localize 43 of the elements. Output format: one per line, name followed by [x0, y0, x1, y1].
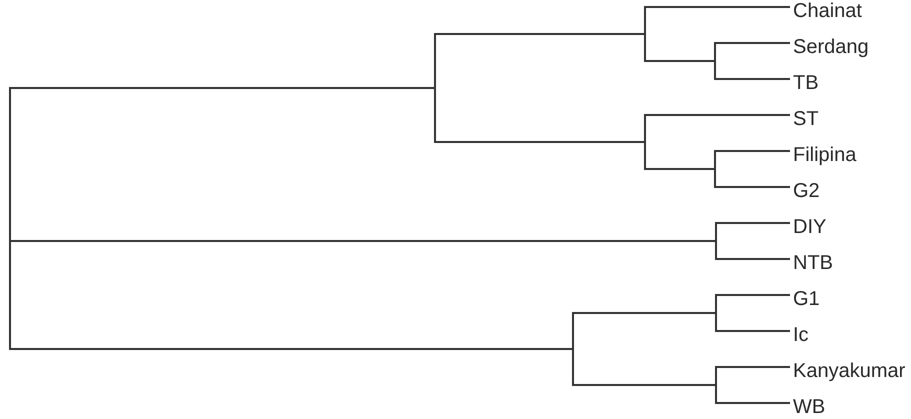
leaf-label: NTB [793, 252, 833, 274]
vertical-branch-line [572, 312, 574, 386]
vertical-branch-line [714, 150, 716, 188]
leaf-label: TB [793, 72, 819, 94]
vertical-branch-line [715, 366, 717, 404]
leaf-label: Kanyakumar [793, 360, 906, 382]
leaf-label: WB [793, 396, 826, 418]
leaf-label: Filipina [793, 144, 856, 166]
horizontal-branch-line [435, 141, 644, 143]
horizontal-branch-line [645, 6, 790, 8]
horizontal-branch-line [573, 312, 715, 314]
horizontal-branch-line [10, 348, 572, 350]
horizontal-branch-line [716, 402, 790, 404]
vertical-branch-line [715, 222, 717, 260]
horizontal-branch-line [715, 42, 790, 44]
vertical-branch-line [644, 6, 646, 62]
vertical-branch-line [714, 42, 716, 80]
horizontal-branch-line [716, 366, 790, 368]
vertical-branch-line [715, 294, 717, 332]
horizontal-branch-line [716, 258, 790, 260]
horizontal-branch-line [645, 168, 714, 170]
horizontal-branch-line [645, 60, 714, 62]
leaf-label: ST [793, 108, 819, 130]
horizontal-branch-line [715, 150, 790, 152]
vertical-branch-line [644, 114, 646, 170]
horizontal-branch-line [10, 240, 715, 242]
horizontal-branch-line [716, 294, 790, 296]
horizontal-branch-line [573, 384, 715, 386]
horizontal-branch-line [716, 330, 790, 332]
horizontal-branch-line [10, 87, 434, 89]
leaf-label: G1 [793, 288, 820, 310]
horizontal-branch-line [715, 78, 790, 80]
leaf-label: Chainat [793, 0, 862, 22]
vertical-branch-line [434, 33, 436, 143]
leaf-label: DIY [793, 216, 826, 238]
horizontal-branch-line [715, 186, 790, 188]
leaf-label: Serdang [793, 36, 869, 58]
leaf-label: G2 [793, 180, 820, 202]
horizontal-branch-line [716, 222, 790, 224]
leaf-label: Ic [793, 324, 809, 346]
horizontal-branch-line [645, 114, 790, 116]
horizontal-branch-line [435, 33, 644, 35]
vertical-branch-line [9, 87, 11, 350]
